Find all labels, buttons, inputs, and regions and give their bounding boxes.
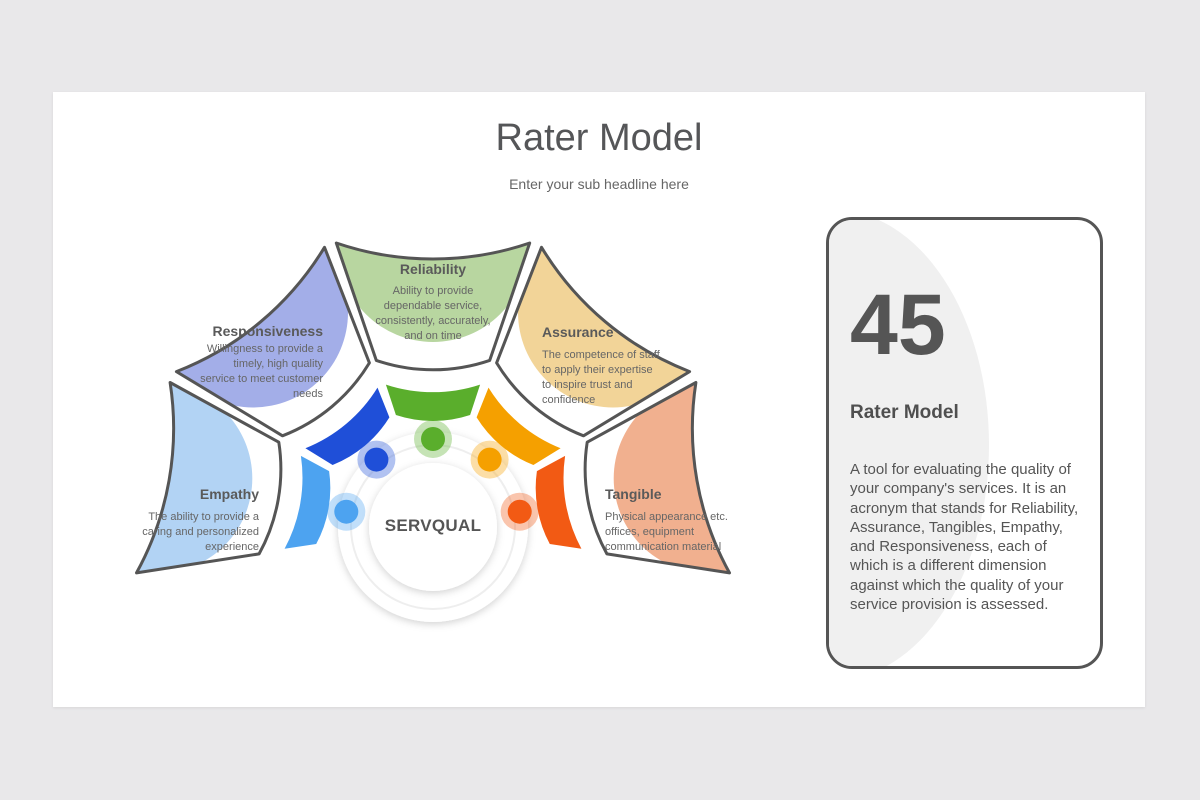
segment-desc-tangible: Physical appearance etc. offices, equipm…	[605, 511, 728, 553]
dot-assurance	[477, 447, 502, 472]
segment-outline-responsiveness	[174, 245, 371, 438]
page-subtitle: Enter your sub headline here	[509, 176, 689, 192]
segment-band-empathy	[284, 455, 331, 549]
dot-reliability	[421, 427, 445, 451]
page-title: Rater Model	[495, 117, 703, 159]
slide: Rater Model Enter your sub headline here…	[53, 92, 1145, 707]
center-label: SERVQUAL	[384, 516, 482, 535]
servqual-wheel	[135, 241, 731, 622]
segment-desc-assurance: The competence of staff to apply their e…	[542, 349, 660, 406]
segment-band-assurance	[476, 387, 561, 465]
segment-title-reliability: Reliability	[399, 261, 467, 277]
segment-title-assurance: Assurance	[542, 324, 614, 340]
dot-tangible	[507, 499, 532, 524]
card-number: 45	[850, 277, 946, 373]
dot-responsiveness	[364, 447, 389, 472]
segment-title-responsiveness: Responsiveness	[212, 323, 324, 339]
segment-outline-tangible	[583, 381, 731, 575]
segment-desc-empathy: The ability to provide a caring and pers…	[142, 511, 259, 553]
segment-title-empathy: Empathy	[199, 486, 259, 502]
center-core	[369, 463, 497, 591]
segment-desc-responsiveness: Willingness to provide a timely, high qu…	[200, 343, 323, 400]
segment-outline-assurance	[495, 245, 692, 438]
segment-desc-reliability: Ability to provide dependable service, c…	[375, 285, 491, 342]
card-title: Rater Model	[850, 402, 959, 423]
segment-band-tangible	[535, 455, 582, 549]
segment-outline-empathy	[135, 381, 283, 575]
segment-band-responsiveness	[305, 387, 390, 465]
segment-title-tangible: Tangible	[605, 486, 662, 502]
card-description: A tool for evaluating the quality of you…	[850, 461, 1079, 614]
info-card: 45 Rater Model A tool for evaluating the…	[826, 217, 1103, 669]
segment-outline-reliability	[334, 241, 532, 372]
segment-band-reliability	[385, 384, 481, 421]
dot-empathy	[334, 499, 359, 524]
